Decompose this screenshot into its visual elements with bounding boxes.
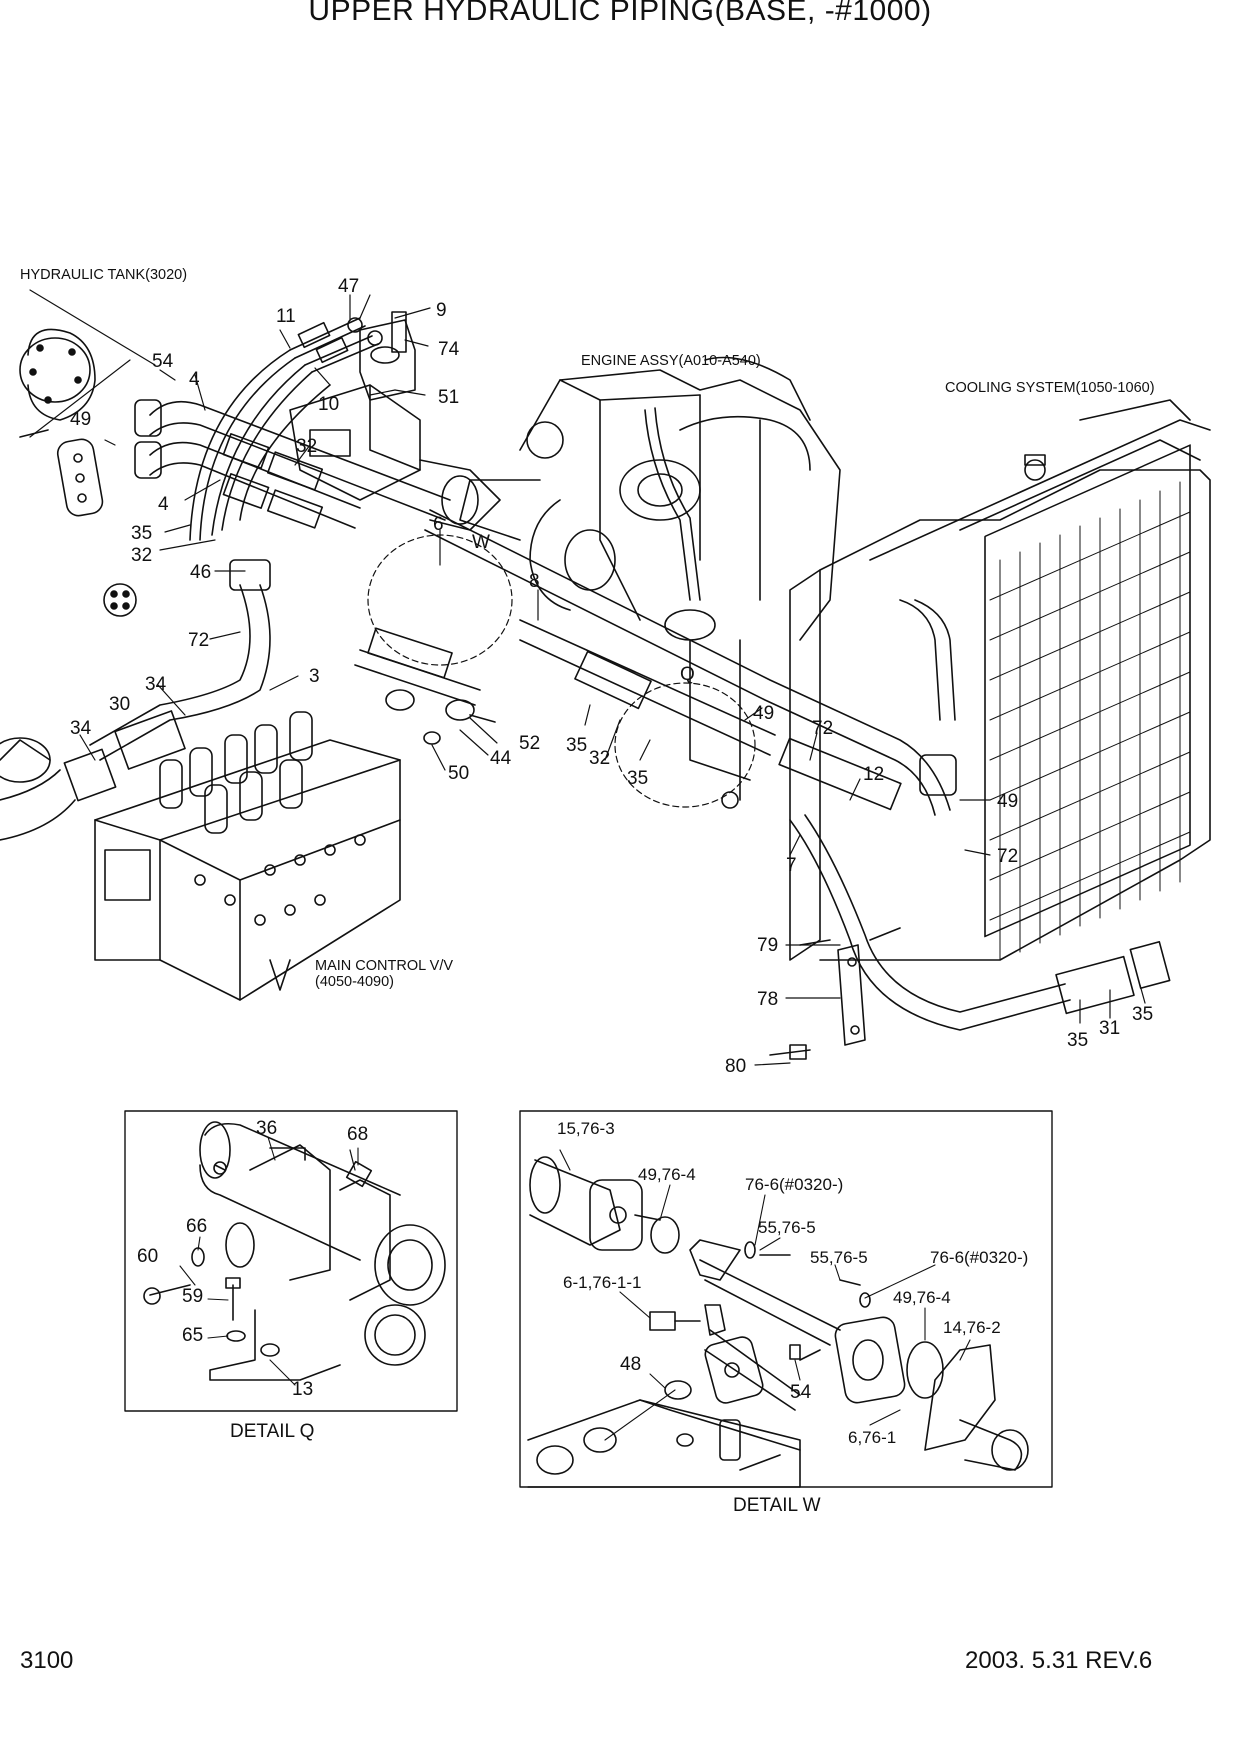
callout-11: 11 xyxy=(276,306,296,327)
hydraulic-tank-drawing xyxy=(19,328,137,617)
callout-49-right: 49 xyxy=(997,791,1018,812)
suction-pipe-drawing xyxy=(0,559,271,841)
callout-32-upper: 32 xyxy=(296,436,317,457)
w-callout-55b: 55,76-5 xyxy=(810,1248,868,1267)
ref-main-control-valve: MAIN CONTROL V/V xyxy=(315,958,453,974)
callout-32-left: 32 xyxy=(131,545,152,566)
w-callout-76-6b: 76-6(#0320-) xyxy=(930,1248,1028,1267)
callout-34-lower: 34 xyxy=(70,718,92,739)
callout-31: 31 xyxy=(1099,1018,1120,1039)
q-callout-60: 60 xyxy=(137,1246,158,1267)
engine-drawing xyxy=(459,356,841,809)
callout-51: 51 xyxy=(438,387,459,408)
callout-6: 6 xyxy=(433,514,444,535)
callout-10: 10 xyxy=(318,394,339,415)
w-callout-49: 49,76-4 xyxy=(638,1165,696,1184)
detail-leader-lines xyxy=(179,1136,971,1441)
revision-date: 2003. 5.31 REV.6 xyxy=(965,1647,1153,1674)
callout-3: 3 xyxy=(309,666,320,687)
leader-lines xyxy=(29,289,1146,1171)
callout-78: 78 xyxy=(757,989,778,1010)
detail-w-drawing xyxy=(527,1156,1029,1488)
callout-72-right: 72 xyxy=(997,846,1018,867)
pump-drawing xyxy=(289,384,501,531)
callout-49-mid: 49 xyxy=(753,703,774,724)
callout-49-left: 49 xyxy=(70,409,91,430)
callout-8: 8 xyxy=(529,571,540,592)
detail-marker-q: Q xyxy=(680,664,695,685)
callout-32-mid: 32 xyxy=(589,748,610,769)
callout-74: 74 xyxy=(438,339,460,360)
callout-72-left: 72 xyxy=(188,630,209,651)
callout-4-lower: 4 xyxy=(158,494,169,515)
q-callout-65: 65 xyxy=(182,1325,203,1346)
w-callout-54: 54 xyxy=(790,1382,812,1403)
q-callout-36: 36 xyxy=(256,1118,277,1139)
w-callout-15: 15,76-3 xyxy=(557,1119,615,1138)
callout-30: 30 xyxy=(109,694,130,715)
radiator-drawing xyxy=(789,399,1211,961)
callout-35-right: 35 xyxy=(1067,1030,1088,1051)
callout-34-upper: 34 xyxy=(145,674,167,695)
callout-72-mid: 72 xyxy=(812,718,833,739)
w-callout-6-1: 6-1,76-1-1 xyxy=(563,1273,641,1292)
w-callout-14: 14,76-2 xyxy=(943,1318,1001,1337)
callout-35-right2: 35 xyxy=(1132,1004,1153,1025)
w-callout-55a: 55,76-5 xyxy=(758,1218,816,1237)
detail-q-frame xyxy=(124,1110,458,1412)
bracket-drawing xyxy=(769,927,901,1060)
w-callout-6: 6,76-1 xyxy=(848,1428,896,1447)
page-title: UPPER HYDRAULIC PIPING(BASE, -#1000) xyxy=(308,0,932,27)
callout-35-mid: 35 xyxy=(566,735,587,756)
q-callout-68: 68 xyxy=(347,1124,368,1145)
callout-35-mid2: 35 xyxy=(627,768,648,789)
ref-cooling-system: COOLING SYSTEM(1050-1060) xyxy=(945,380,1155,396)
suction-hoses-drawing xyxy=(189,311,416,541)
callouts: 47 9 11 74 54 10 51 4 49 32 4 35 32 6 46… xyxy=(20,267,1155,1516)
callout-54: 54 xyxy=(152,351,174,372)
detail-q-caption: DETAIL Q xyxy=(230,1421,314,1442)
w-callout-48: 48 xyxy=(620,1354,641,1375)
callout-46: 46 xyxy=(190,562,211,583)
page-number: 3100 xyxy=(20,1647,74,1674)
callout-52: 52 xyxy=(519,733,540,754)
q-callout-66: 66 xyxy=(186,1216,207,1237)
callout-12: 12 xyxy=(863,764,884,785)
callout-7: 7 xyxy=(786,855,797,876)
callout-9: 9 xyxy=(436,300,447,321)
callout-35-left: 35 xyxy=(131,523,152,544)
callout-80: 80 xyxy=(725,1056,746,1077)
callout-47: 47 xyxy=(338,276,359,297)
callout-79: 79 xyxy=(757,935,778,956)
main-control-valve-drawing xyxy=(94,711,401,1001)
w-callout-76-6a: 76-6(#0320-) xyxy=(745,1175,843,1194)
detail-q-drawing xyxy=(143,1121,446,1381)
callout-50: 50 xyxy=(448,763,469,784)
callout-4-upper: 4 xyxy=(189,369,200,390)
callout-44: 44 xyxy=(490,748,512,769)
lower-fittings-drawing xyxy=(354,627,496,745)
main-pipes-drawing xyxy=(134,399,1171,1031)
q-callout-59: 59 xyxy=(182,1286,203,1307)
w-callout-49b: 49,76-4 xyxy=(893,1288,951,1307)
ref-engine-assy: ENGINE ASSY(A010-A540) xyxy=(581,353,761,369)
detail-marker-w: W xyxy=(472,532,490,553)
ref-main-control-valve-range: (4050-4090) xyxy=(315,974,394,990)
ref-hydraulic-tank: HYDRAULIC TANK(3020) xyxy=(20,267,187,283)
detail-w-caption: DETAIL W xyxy=(733,1495,821,1516)
q-callout-13: 13 xyxy=(292,1379,313,1400)
